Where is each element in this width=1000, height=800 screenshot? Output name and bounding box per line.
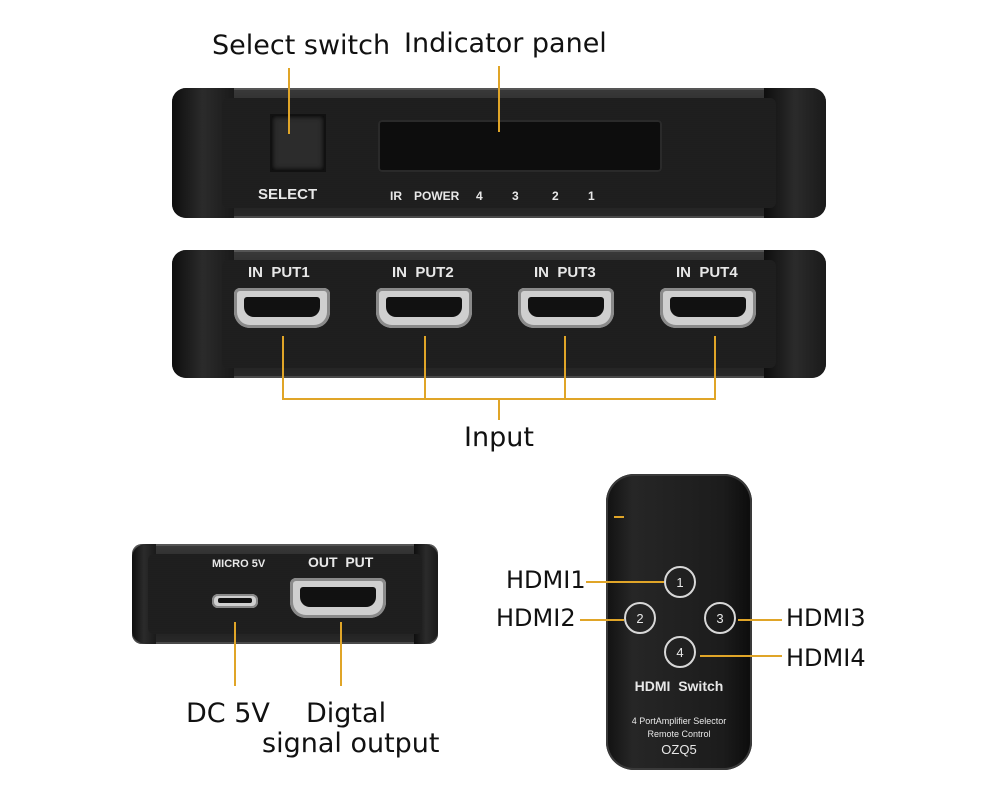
input-label: Input: [464, 422, 534, 453]
digital-output-label-line1: Digtal: [306, 698, 387, 729]
select-switch-label: Select switch: [212, 30, 391, 61]
remote-subtitle-1: 4 PortAmplifier Selector: [631, 716, 727, 726]
indicator-3: 3: [512, 189, 519, 203]
remote-button-4[interactable]: 4: [664, 636, 696, 668]
input3-label: IN PUT3: [534, 264, 596, 281]
hdmi2-line: [580, 619, 624, 621]
dc5v-line: [234, 622, 236, 686]
hdmi1-line: [586, 581, 664, 583]
indicator-power: POWER: [414, 189, 460, 203]
micro-usb-port[interactable]: [212, 594, 258, 608]
hdmi-output-port[interactable]: [290, 578, 386, 618]
dc5v-label: DC 5V: [186, 698, 270, 729]
hdmi1-label: HDMI1: [506, 566, 586, 594]
hdmi-input3-port[interactable]: [518, 288, 614, 328]
hdmi-input2-port[interactable]: [376, 288, 472, 328]
select-button[interactable]: [270, 114, 326, 172]
indicator-ir: IR: [390, 189, 402, 203]
indicator-1: 1: [588, 189, 595, 203]
select-switch-line: [288, 68, 290, 134]
digital-output-line: [340, 622, 342, 686]
hdmi4-line: [700, 655, 782, 657]
hdmi4-label: HDMI4: [786, 644, 866, 672]
remote-button-2[interactable]: 2: [624, 602, 656, 634]
indicator-2: 2: [552, 189, 559, 203]
indicator-panel-line: [498, 66, 500, 132]
indicator-panel-label: Indicator panel: [404, 28, 607, 59]
hdmi3-label: HDMI3: [786, 604, 866, 632]
input-line-3: [564, 336, 566, 400]
remote-subtitle-2: Remote Control: [647, 729, 711, 739]
remote-button-3[interactable]: 3: [704, 602, 736, 634]
input2-label: IN PUT2: [392, 264, 454, 281]
remote-control: 1 2 3 4 HDMI Switch 4 PortAmplifier Sele…: [606, 474, 752, 770]
indicator-panel-window: [378, 120, 662, 172]
remote-button-1[interactable]: 1: [664, 566, 696, 598]
remote-button-1-label: 1: [676, 574, 684, 590]
output-panel-device: MICRO 5V OUT PUT: [132, 544, 438, 644]
input-line-4: [714, 336, 716, 400]
indicator-4: 4: [476, 189, 483, 203]
hdmi-input1-port[interactable]: [234, 288, 330, 328]
remote-title: HDMI Switch: [634, 678, 724, 694]
output-label: OUT PUT: [308, 554, 374, 570]
input4-label: IN PUT4: [676, 264, 738, 281]
micro-5v-label: MICRO 5V: [212, 558, 266, 570]
remote-model: OZQ5: [661, 742, 697, 757]
digital-output-label-line2: signal output: [262, 728, 440, 759]
hdmi2-label: HDMI2: [496, 604, 576, 632]
select-label: SELECT: [258, 186, 318, 203]
input1-label: IN PUT1: [248, 264, 310, 281]
ir-emitter: [614, 516, 624, 518]
hdmi3-line: [738, 619, 782, 621]
hdmi-input4-port[interactable]: [660, 288, 756, 328]
remote-button-2-label: 2: [636, 610, 644, 626]
input-line-1: [282, 336, 284, 400]
remote-button-4-label: 4: [676, 644, 684, 660]
input-panel-device: IN PUT1 IN PUT2 IN PUT3 IN PUT4: [172, 250, 826, 378]
remote-button-3-label: 3: [716, 610, 724, 626]
input-stem: [498, 398, 500, 420]
input-line-2: [424, 336, 426, 400]
